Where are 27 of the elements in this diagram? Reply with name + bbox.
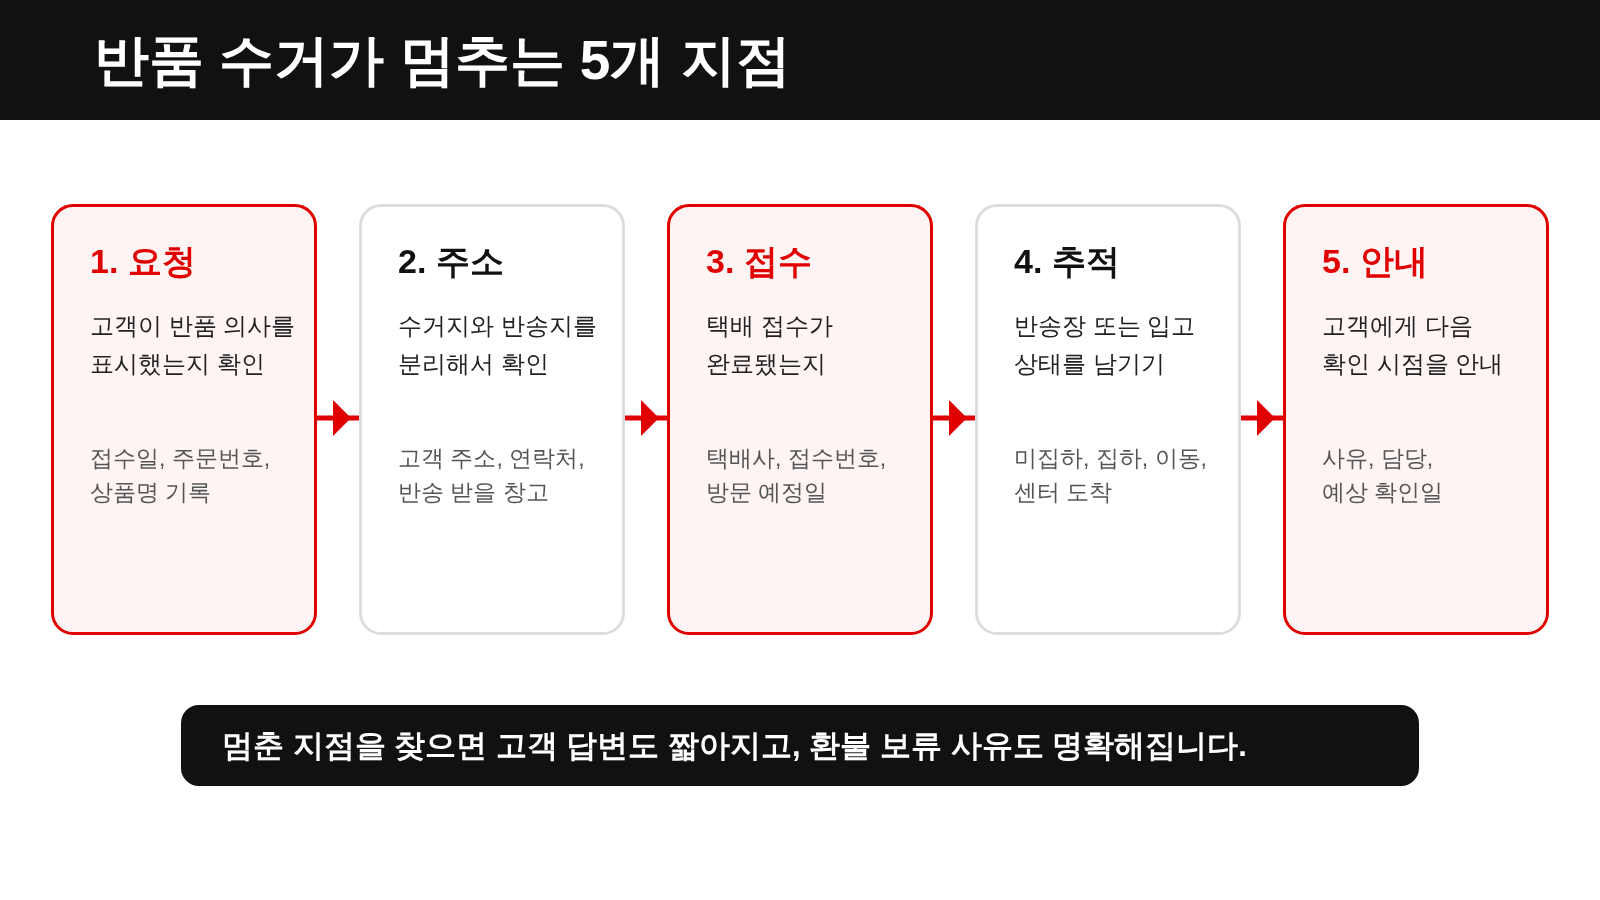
step-description: 택배 접수가 완료됐는지	[706, 311, 834, 379]
step-detail: 고객 주소, 연락처, 반송 받을 창고	[398, 444, 586, 507]
step-description: 고객이 반품 의사를 표시했는지 확인	[90, 311, 297, 379]
step-card	[359, 204, 625, 635]
step-card	[667, 204, 933, 635]
arrow	[317, 400, 359, 436]
step-description: 수거지와 반송지를 분리해서 확인	[398, 311, 598, 379]
step-detail: 미집하, 집하, 이동, 센터 도착	[1014, 444, 1208, 507]
title: 반품 수거가 멈추는 5개 지점	[94, 28, 791, 93]
step-title: 2. 주소	[398, 241, 504, 282]
step-title: 5. 안내	[1322, 241, 1428, 282]
step-detail: 사유, 담당, 예상 확인일	[1322, 444, 1445, 507]
step-detail: 택배사, 접수번호, 방문 예정일	[706, 444, 888, 507]
arrow	[625, 400, 667, 436]
summary-banner	[181, 705, 1419, 786]
step-title: 4. 추적	[1014, 241, 1120, 282]
step-card	[51, 204, 317, 635]
step-title: 1. 요청	[90, 241, 196, 282]
arrow	[1241, 400, 1283, 436]
step-detail: 접수일, 주문번호, 상품명 기록	[90, 444, 272, 507]
arrow	[933, 400, 975, 436]
step-description: 반송장 또는 입고 상태를 남기기	[1014, 311, 1197, 379]
step-description: 고객에게 다음 확인 시점을 안내	[1322, 311, 1505, 379]
summary-text: 멈춘 지점을 찾으면 고객 답변도 짧아지고, 환불 보류 사유도 명확해집니다.	[222, 726, 1247, 765]
step-title: 3. 접수	[706, 241, 812, 282]
step-card	[975, 204, 1241, 635]
step-card	[1283, 204, 1549, 635]
